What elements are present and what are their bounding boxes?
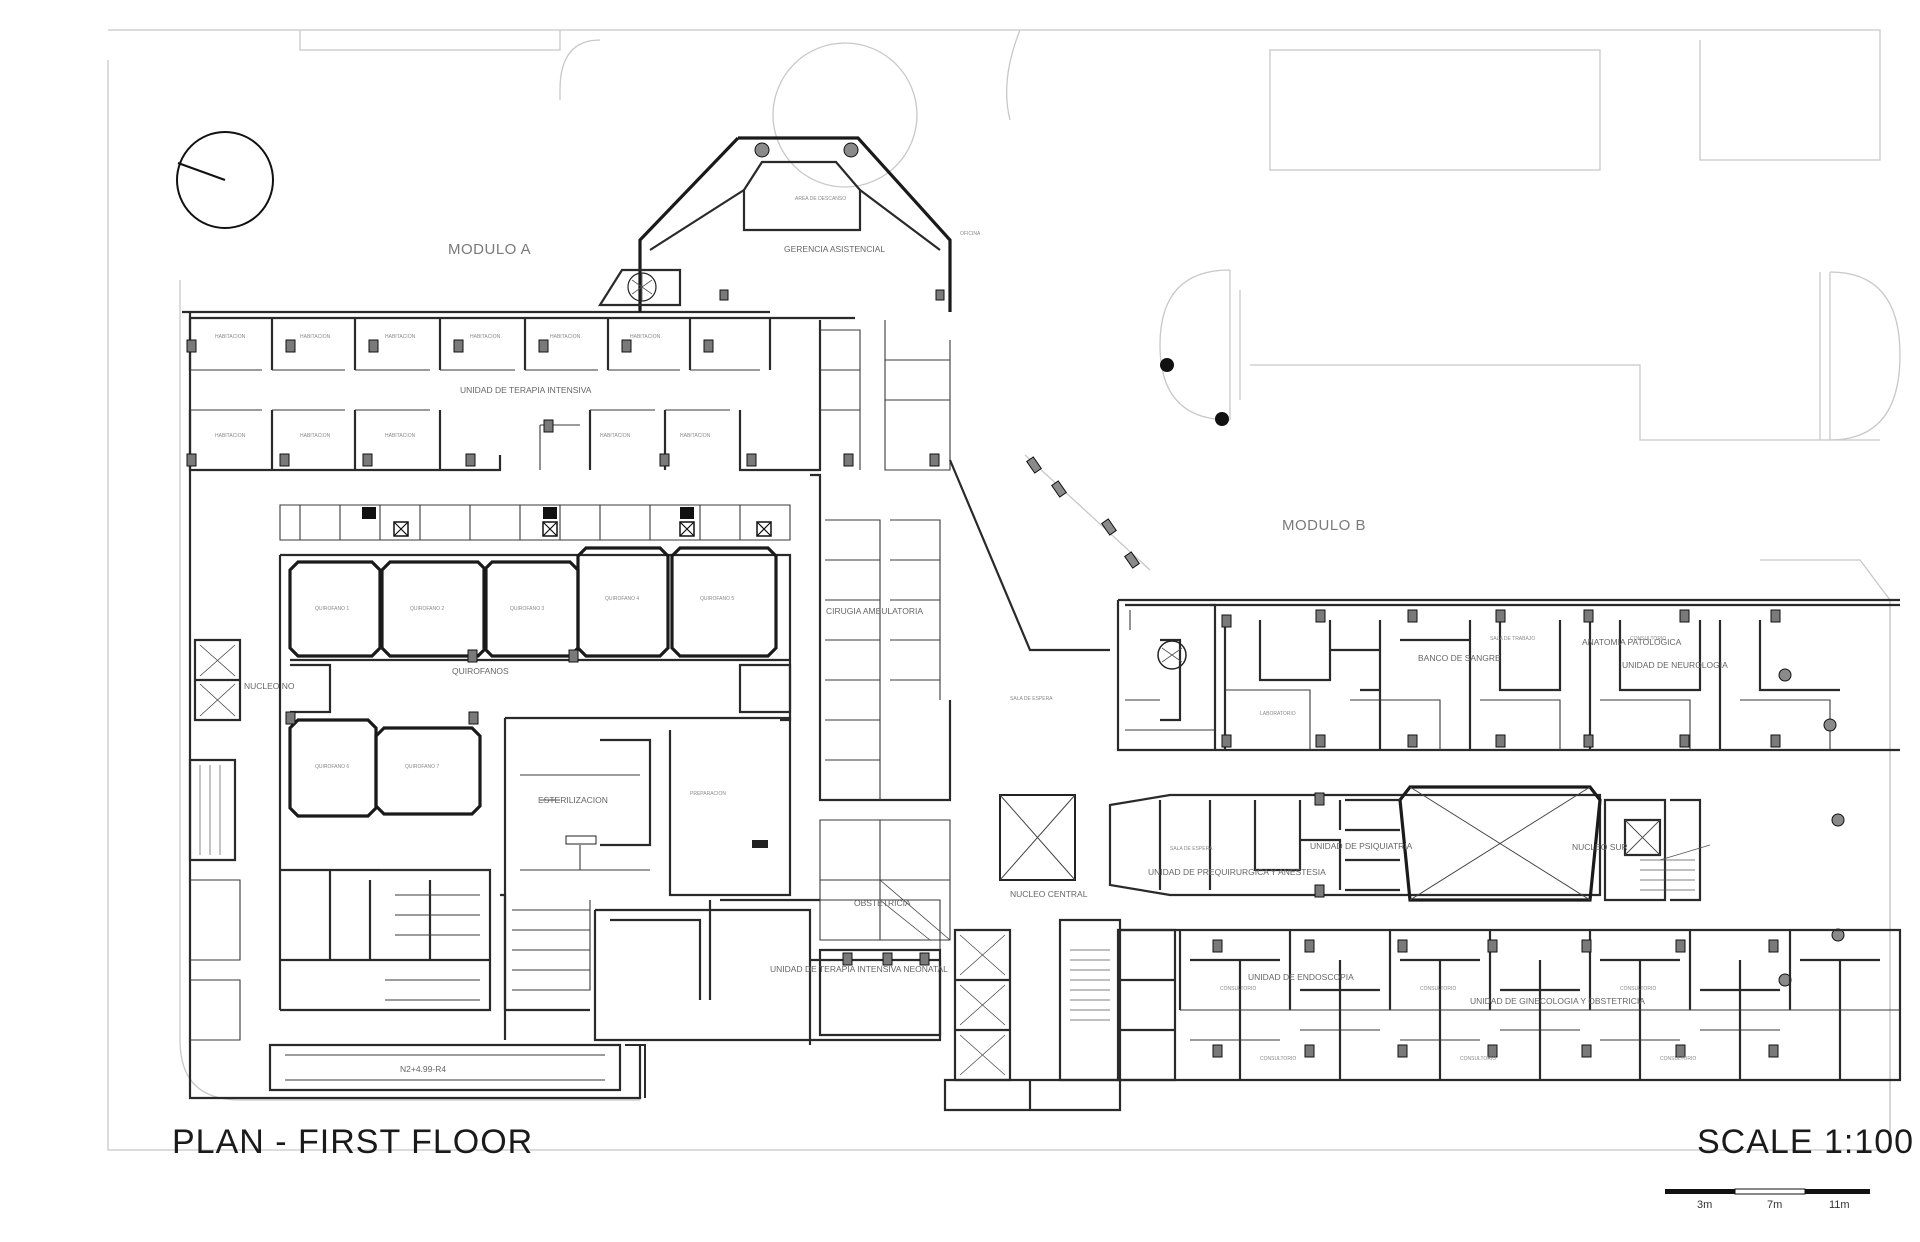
svg-text:CONSULTORIO: CONSULTORIO: [1630, 636, 1666, 642]
label-gerencia: GERENCIA ASISTENCIAL: [784, 244, 885, 254]
label-psiquiatria: UNIDAD DE PSIQUIATRIA: [1310, 841, 1413, 851]
svg-text:QUIROFANO 5: QUIROFANO 5: [700, 596, 734, 602]
svg-text:HABITACION: HABITACION: [550, 334, 581, 340]
svg-text:HABITACION: HABITACION: [680, 433, 711, 439]
svg-text:QUIROFANO 2: QUIROFANO 2: [410, 606, 444, 612]
svg-text:QUIROFANO 7: QUIROFANO 7: [405, 764, 439, 770]
svg-text:HABITACION: HABITACION: [630, 334, 661, 340]
svg-text:SALA DE ESPERA: SALA DE ESPERA: [1010, 696, 1053, 702]
svg-text:LABORATORIO: LABORATORIO: [1260, 711, 1296, 717]
svg-text:CONSULTORIO: CONSULTORIO: [1620, 986, 1656, 992]
svg-text:HABITACION: HABITACION: [385, 433, 416, 439]
label-nucleo-central: NUCLEO CENTRAL: [1010, 889, 1088, 899]
label-cirugia: CIRUGIA AMBULATORIA: [826, 606, 923, 616]
nucleo-central: [943, 358, 1229, 1112]
plan-title: PLAN - FIRST FLOOR: [172, 1123, 533, 1161]
label-quirofanos: QUIROFANOS: [452, 666, 509, 676]
svg-text:AREA DE DESCANSO: AREA DE DESCANSO: [795, 196, 846, 202]
label-uti: UNIDAD DE TERAPIA INTENSIVA: [460, 385, 592, 395]
label-prequirurgica: UNIDAD DE PREQUIRURGICA Y ANESTESIA: [1148, 867, 1326, 877]
scale-tick-11m: 11m: [1829, 1199, 1850, 1211]
label-obstetricia: OBSTETRICIA: [854, 898, 911, 908]
label-neurologia: UNIDAD DE NEUROLOGIA: [1622, 660, 1728, 670]
svg-text:PREPARACION: PREPARACION: [690, 791, 726, 797]
label-anatomia: ANATOMIA PATOLOGICA: [1582, 637, 1682, 647]
scale-label: SCALE 1:100: [1697, 1123, 1914, 1161]
svg-text:HABITACION: HABITACION: [215, 433, 246, 439]
scale-bar: 3m 7m 11m: [1665, 1188, 1870, 1211]
label-utin: UNIDAD DE TERAPIA INTENSIVA NEONATAL: [770, 964, 948, 974]
module-b: [1108, 598, 1902, 1082]
svg-text:QUIROFANO 1: QUIROFANO 1: [315, 606, 349, 612]
label-nucleo-sur: NUCLEO SUR: [1572, 842, 1628, 852]
svg-text:CONSULTORIO: CONSULTORIO: [1420, 986, 1456, 992]
module-a: [182, 136, 1110, 1100]
module-b-label: MODULO B: [1282, 517, 1366, 534]
columns-uti: [186, 339, 940, 467]
svg-text:HABITACION: HABITACION: [300, 433, 331, 439]
svg-text:CONSULTORIO: CONSULTORIO: [1460, 1056, 1496, 1062]
svg-text:HABITACION: HABITACION: [215, 334, 246, 340]
svg-text:SALA DE ESPERA: SALA DE ESPERA: [1170, 846, 1213, 852]
scale-tick-7m: 7m: [1767, 1199, 1782, 1211]
area-labels: MODULO A MODULO B GERENCIA ASISTENCIAL U…: [244, 241, 1728, 1074]
label-nucleo-no: NUCLEO NO: [244, 681, 295, 691]
svg-text:HABITACION: HABITACION: [385, 334, 416, 340]
svg-text:QUIROFANO 4: QUIROFANO 4: [605, 596, 639, 602]
site-context: [107, 29, 1901, 1151]
svg-text:CONSULTORIO: CONSULTORIO: [1660, 1056, 1696, 1062]
room-labels-decorative: HABITACION HABITACION HABITACION HABITAC…: [215, 196, 1696, 1062]
svg-text:HABITACION: HABITACION: [470, 334, 501, 340]
label-ginecologia: UNIDAD DE GINECOLOGIA Y OBSTETRICIA: [1470, 996, 1645, 1006]
north-arrow-icon: [176, 131, 274, 229]
svg-text:HABITACION: HABITACION: [300, 334, 331, 340]
label-endoscopia: UNIDAD DE ENDOSCOPIA: [1248, 972, 1354, 982]
svg-text:SALA DE TRABAJO: SALA DE TRABAJO: [1490, 636, 1535, 642]
module-a-label: MODULO A: [448, 241, 531, 258]
svg-text:QUIROFANO 6: QUIROFANO 6: [315, 764, 349, 770]
label-esterilizacion: ESTERILIZACION: [538, 795, 608, 805]
label-pasarela: N2+4.99-R4: [400, 1064, 446, 1074]
svg-text:HABITACION: HABITACION: [600, 433, 631, 439]
svg-text:QUIROFANO 3: QUIROFANO 3: [510, 606, 544, 612]
svg-text:CONSULTORIO: CONSULTORIO: [1260, 1056, 1296, 1062]
label-banco-sangre: BANCO DE SANGRE: [1418, 653, 1501, 663]
svg-text:OFICINA: OFICINA: [960, 231, 981, 237]
scale-tick-3m: 3m: [1697, 1199, 1712, 1211]
svg-text:CONSULTORIO: CONSULTORIO: [1220, 986, 1256, 992]
